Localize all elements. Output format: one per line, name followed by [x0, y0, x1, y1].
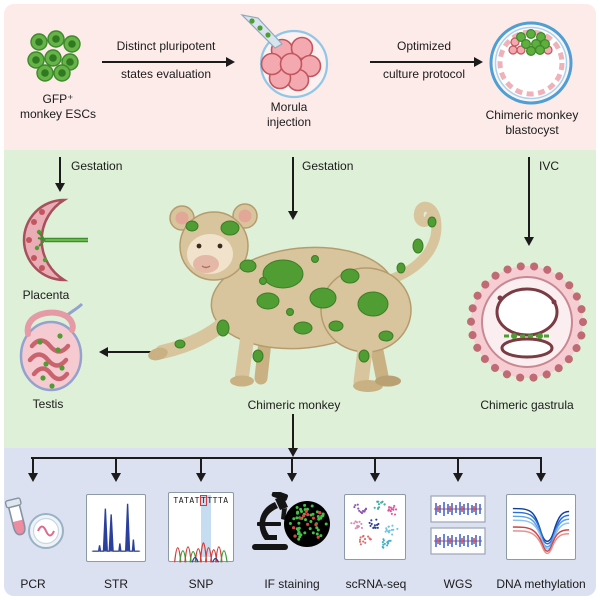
placenta-label: Placenta: [22, 288, 70, 302]
arrow2-caption-bottom: culture protocol: [382, 67, 466, 81]
gastrula-icon: [467, 262, 587, 382]
injection-pipette: [240, 14, 283, 49]
arrow-monkey-to-assays: [291, 414, 295, 448]
placenta-icon: [22, 198, 88, 282]
scrna-icon: [344, 494, 406, 560]
ivc-label: IVC: [539, 159, 560, 173]
gfp-chimeric-patches: [174, 216, 437, 363]
methylation-icon: [506, 494, 576, 560]
methylation-label: DNA methylation: [496, 577, 586, 591]
morula-injection-icon: [240, 14, 329, 99]
arrow1-caption-top: Distinct pluripotent: [116, 39, 216, 53]
gastrula-label: Chimeric gastrula: [480, 398, 574, 412]
chimeric-monkey-label: Chimeric monkey: [247, 398, 341, 412]
arrow-monkey-to-testis: [108, 351, 152, 354]
arrow-branch-scrna: [373, 457, 377, 473]
arrow-branch-snp: [199, 457, 203, 473]
arrow-branch-if: [290, 457, 294, 473]
blastocyst-icon: [489, 21, 573, 105]
wgs-label: WGS: [443, 577, 473, 591]
str-icon: [86, 494, 146, 562]
gestation-center-label: Gestation: [302, 159, 354, 173]
if-staining-icon: [252, 492, 330, 550]
wgs-icon: [430, 495, 486, 555]
arrow-gestation-left: [58, 157, 62, 183]
testis-icon: [19, 302, 84, 392]
assay-branch-line: [31, 457, 541, 460]
arrow-esc-to-morula: [102, 61, 226, 64]
chimeric-monkey-illustration: [148, 201, 442, 392]
testis-label: Testis: [32, 397, 64, 411]
monkey-front-arm: [155, 305, 243, 359]
arrow-morula-to-blastocyst: [370, 61, 474, 64]
gestation-left-label: Gestation: [71, 159, 123, 173]
arrow-ivc: [527, 157, 531, 237]
microscope-icon: [252, 492, 288, 550]
arrow1-caption-bottom: states evaluation: [120, 67, 212, 81]
snp-highlight-band: [201, 495, 211, 557]
scrna-label: scRNA-seq: [345, 577, 407, 591]
snp-icon: TATATTTTTA: [168, 492, 234, 563]
if-staining-label: IF staining: [264, 577, 320, 591]
arrow-branch-wgs: [456, 457, 460, 473]
str-label: STR: [104, 577, 128, 591]
snp-sequence: TATATTTTTA: [173, 495, 229, 506]
arrow-branch-meth: [539, 457, 543, 473]
pcr-label: PCR: [20, 577, 46, 591]
snp-label: SNP: [188, 577, 214, 591]
arrow2-caption-top: Optimized: [396, 39, 452, 53]
esc-label: GFP⁺monkey ESCs: [19, 92, 97, 121]
pcr-icon: [4, 497, 64, 549]
arrow-gestation-center: [291, 157, 295, 211]
monkey-tail: [371, 201, 442, 289]
snp-variant-base: T: [200, 495, 208, 506]
gfp-esc-icon: [27, 30, 81, 82]
tsne-clusters: [350, 500, 399, 549]
arrow-branch-pcr: [31, 457, 35, 473]
arrow-branch-str: [114, 457, 118, 473]
snp-chromatogram: [173, 542, 228, 563]
